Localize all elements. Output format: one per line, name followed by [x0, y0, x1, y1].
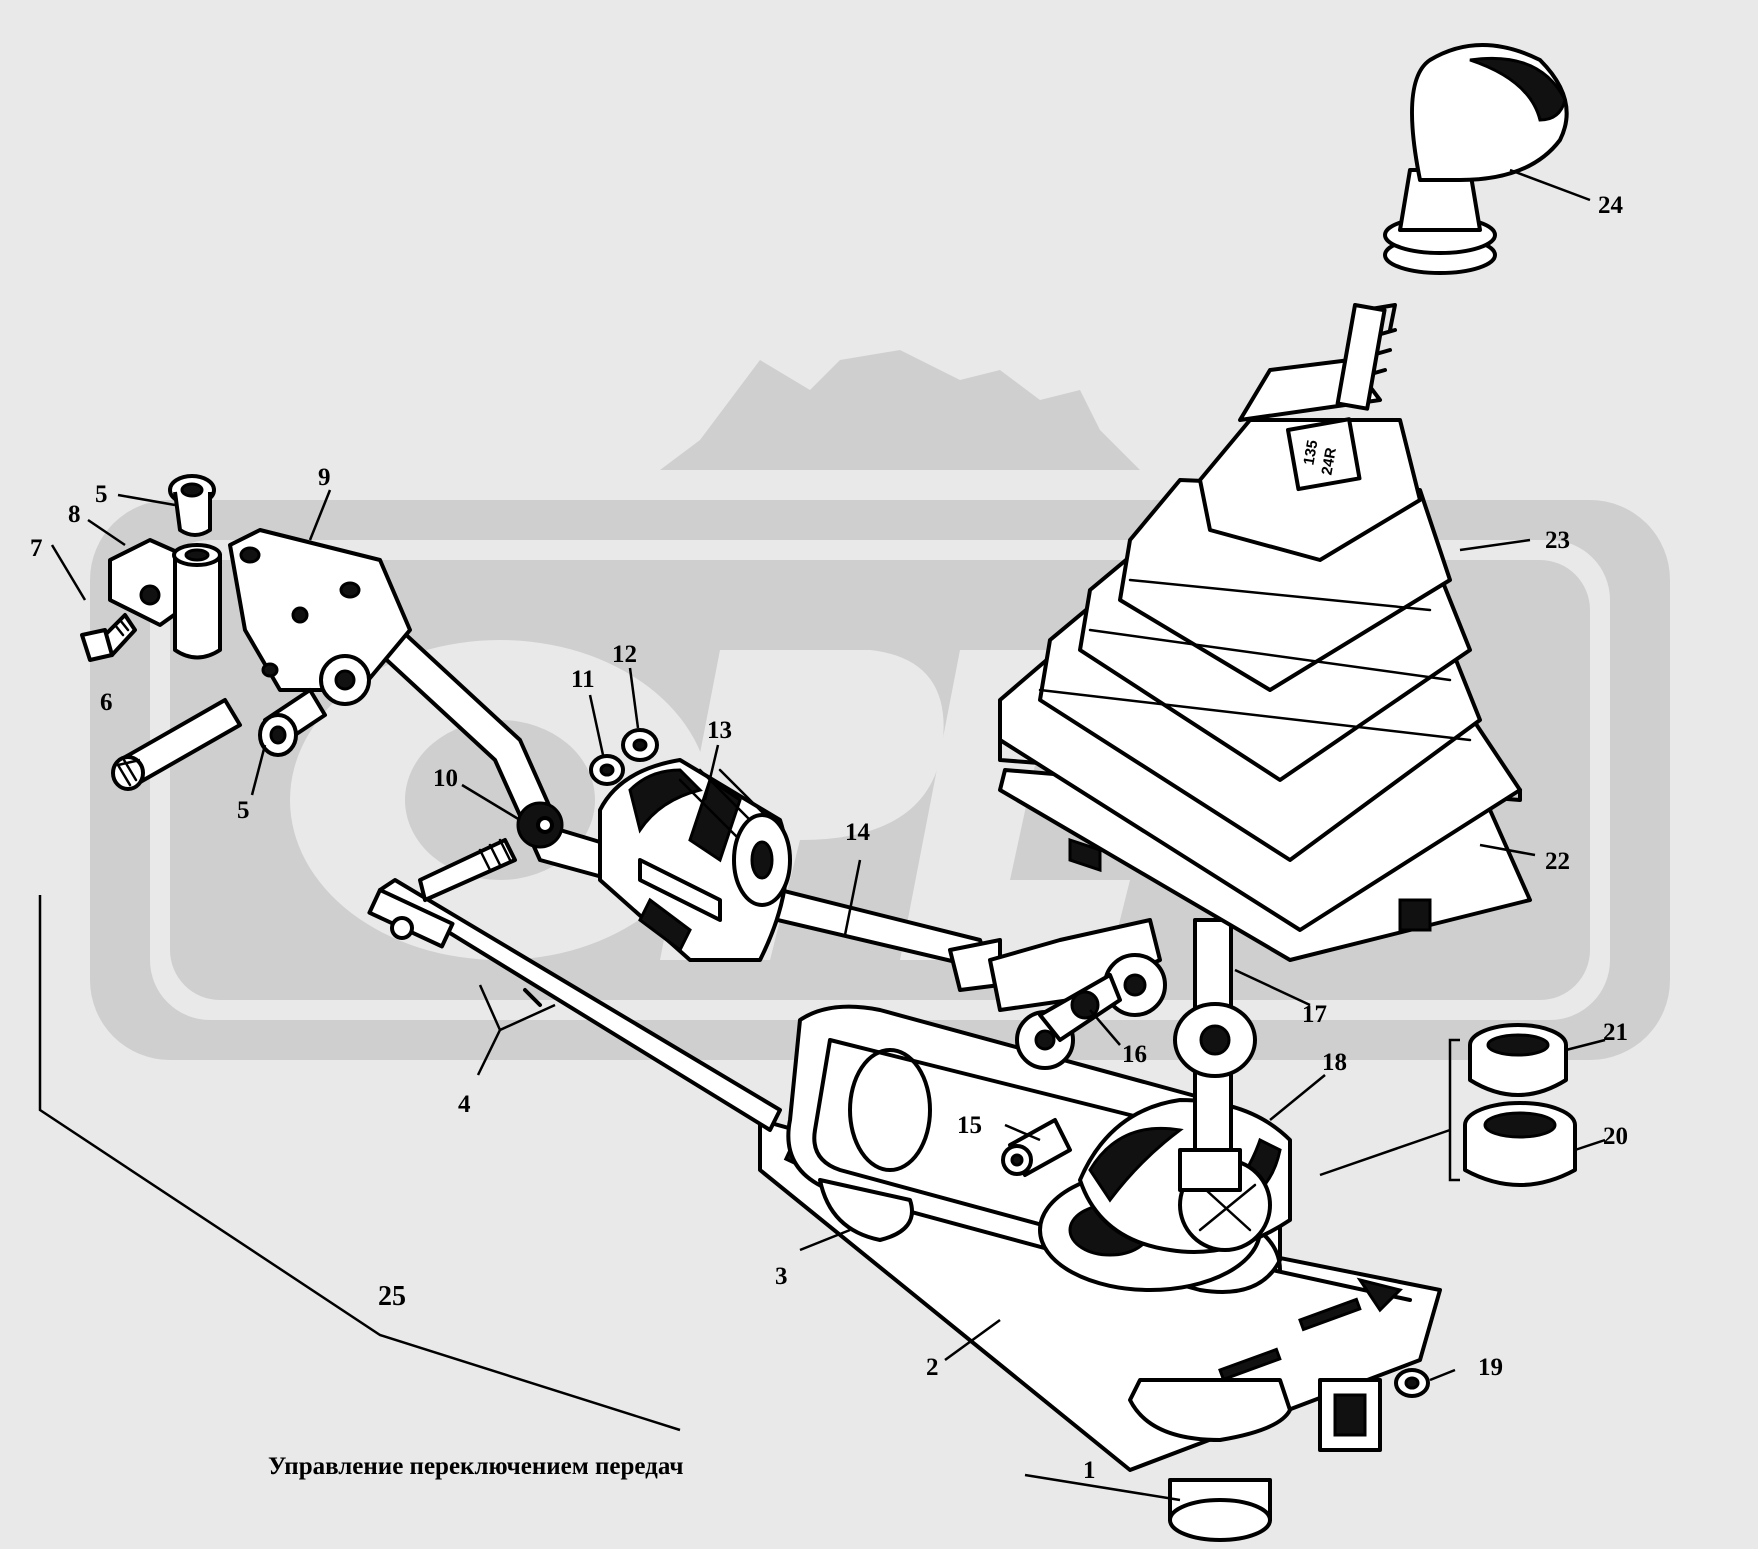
bushing-5-top [168, 474, 216, 537]
callout-16: 16 [1122, 1041, 1147, 1068]
selector-link-rod [367, 878, 782, 1132]
shift-pattern-line1: 135 [1300, 439, 1321, 467]
gear-lever-rod [1173, 918, 1257, 1192]
callout-5-top: 5 [95, 481, 108, 508]
washer-11 [589, 754, 625, 786]
callout-2: 2 [926, 1354, 939, 1381]
watermark-letter-l [900, 650, 1130, 960]
pivot-block [108, 538, 222, 660]
callout-17: 17 [1302, 1001, 1327, 1028]
callout-20: 20 [1603, 1123, 1628, 1150]
callout-11: 11 [571, 666, 595, 693]
callout-6: 6 [100, 689, 113, 716]
callout-19: 19 [1478, 1354, 1503, 1381]
spring-bushing [598, 758, 792, 962]
leader-lines [38, 168, 1606, 1502]
callout-labels: 1 2 3 4 5 5 6 7 8 9 10 11 12 13 14 15 16… [30, 192, 1628, 1484]
bushing-bracket [1448, 1038, 1460, 1182]
shift-rod [363, 618, 1167, 1070]
bushing-5-bottom [258, 688, 327, 757]
callout-15: 15 [957, 1112, 982, 1139]
callout-18: 18 [1322, 1049, 1347, 1076]
callout-21: 21 [1603, 1019, 1628, 1046]
callout-14: 14 [845, 819, 871, 846]
callout-9: 9 [318, 464, 331, 491]
callout-7: 7 [30, 535, 43, 562]
shift-pattern-line2: 24R [1318, 446, 1340, 476]
bushing-20 [1463, 1101, 1577, 1187]
pin-15 [1001, 1118, 1072, 1177]
callout-12: 12 [612, 641, 637, 668]
callout-24: 24 [1598, 192, 1624, 219]
bolt-7 [80, 613, 137, 662]
bushing-bracket-leader [1319, 1128, 1451, 1177]
callout-5-bottom: 5 [237, 797, 250, 824]
nut-19 [1394, 1368, 1430, 1398]
bottom-bushing [1168, 1478, 1272, 1542]
gear-knob [1335, 43, 1569, 411]
bushing-10 [516, 801, 564, 849]
callout-1: 1 [1083, 1457, 1096, 1484]
watermark-gear [660, 350, 1140, 470]
callout-23: 23 [1545, 527, 1570, 554]
stud-bolt [418, 838, 517, 902]
bushing-21 [1468, 1023, 1568, 1097]
callout-22: 22 [1545, 848, 1570, 875]
callout-3: 3 [775, 1263, 788, 1290]
nut-12 [621, 728, 659, 762]
callout-25: 25 [378, 1281, 406, 1312]
callout-4: 4 [458, 1091, 471, 1118]
mounting-bracket [228, 528, 412, 706]
diagram-caption: Управление переключением передач [268, 1453, 683, 1480]
gear-shift-boot: 135 24R [998, 358, 1532, 962]
callout-8: 8 [68, 501, 81, 528]
callout-10: 10 [433, 765, 458, 792]
callout-13: 13 [707, 717, 732, 744]
base-bracket [1318, 1378, 1382, 1452]
